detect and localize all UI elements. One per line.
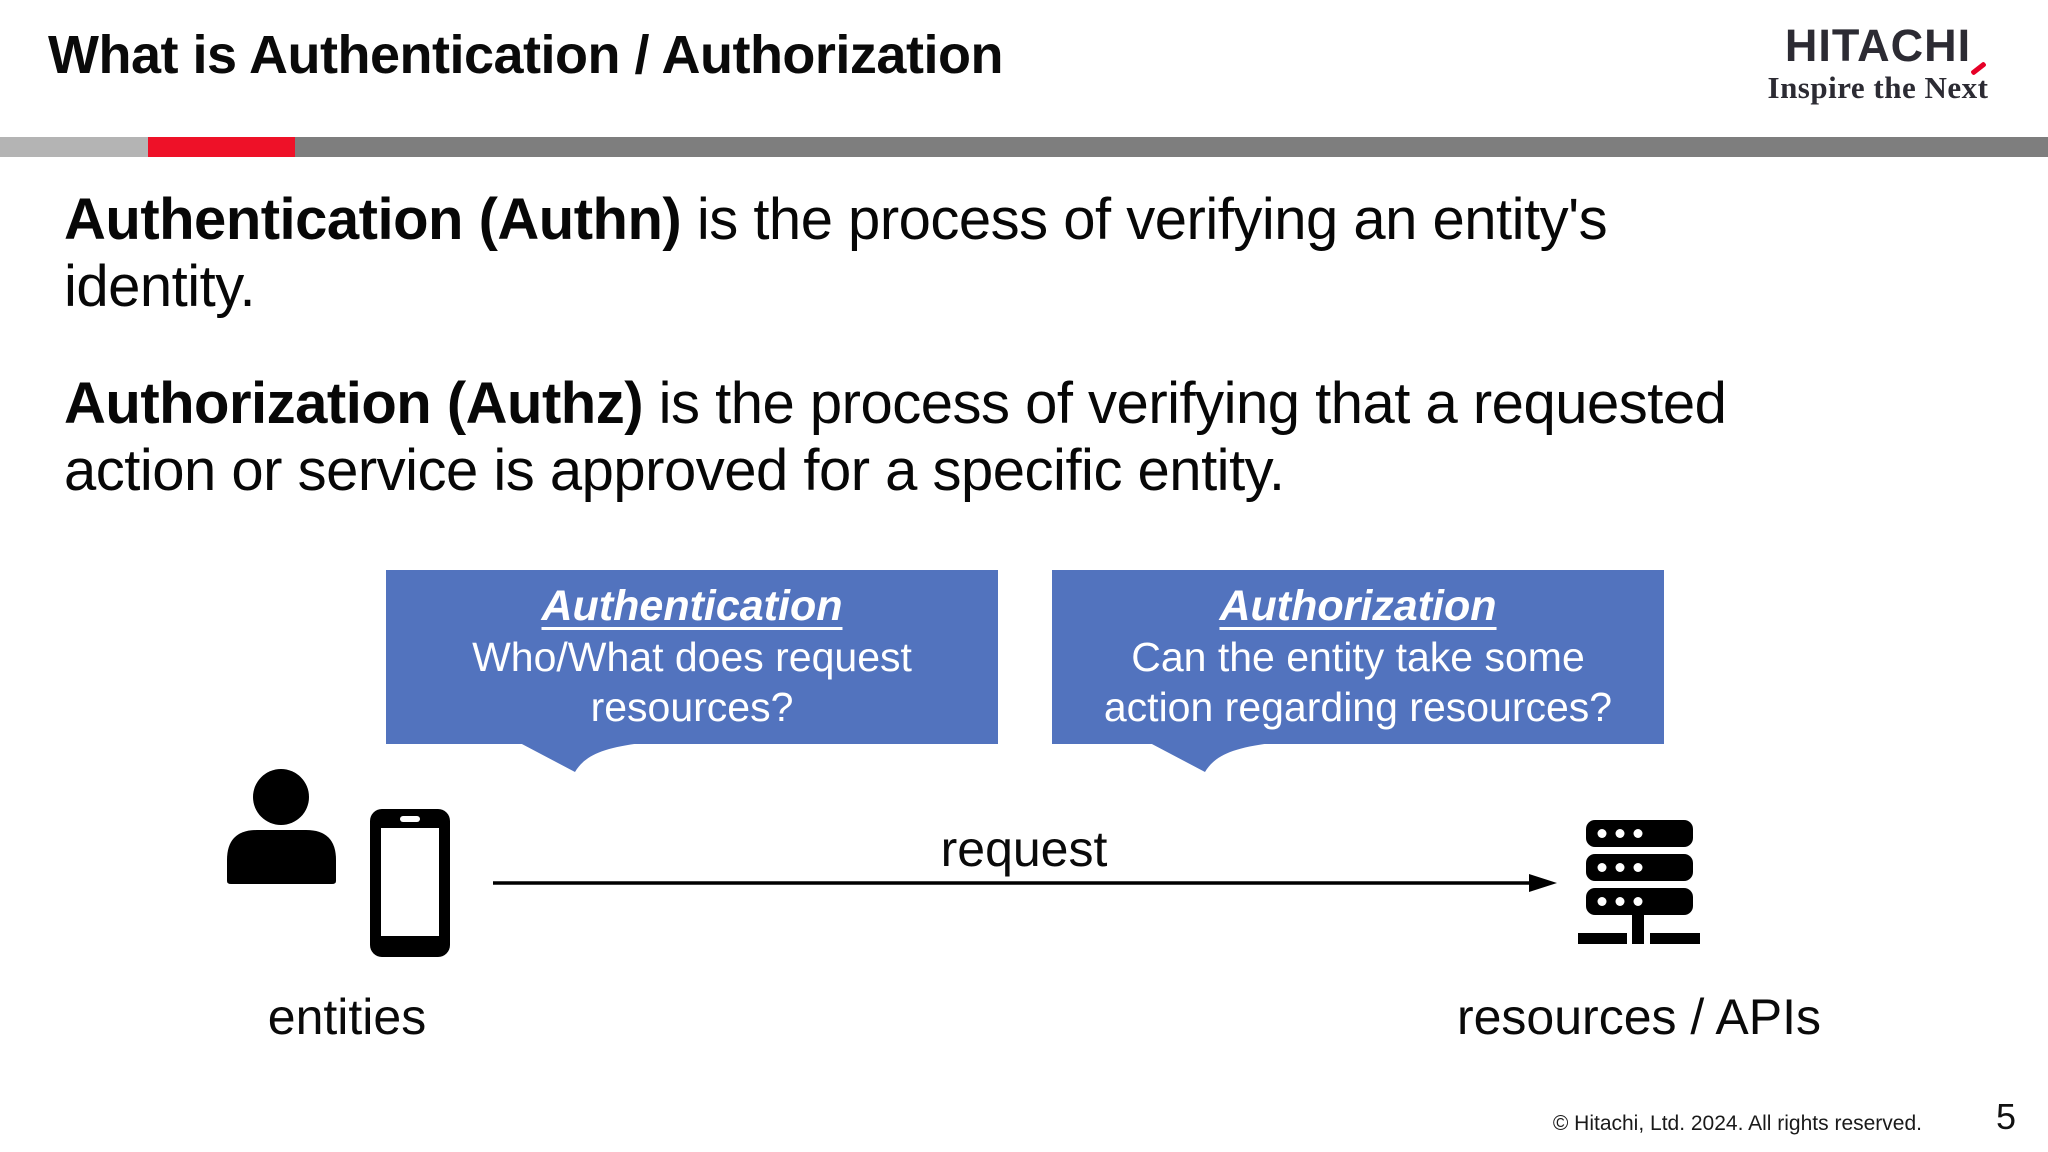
definition-authz-term: Authorization (Authz)	[64, 371, 644, 436]
callout-authorization-line2: action regarding resources?	[1103, 684, 1613, 730]
hitachi-tagline: Inspire the Next	[1767, 61, 1989, 105]
copyright-notice: © Hitachi, Ltd. 2024. All rights reserve…	[1552, 1112, 1922, 1135]
definition-authz-text-line2: action or service is approved for a spec…	[64, 438, 1285, 503]
callout-authentication-line2: resources?	[590, 684, 794, 730]
arrow-label: request	[940, 821, 1108, 877]
callout-tail-icon	[1150, 743, 1272, 772]
page-number: 5	[1995, 1096, 2016, 1137]
person-icon	[227, 769, 336, 884]
right-arrow-icon	[493, 874, 1557, 892]
hitachi-wordmark: HITACHI	[1784, 20, 1972, 71]
title-divider	[0, 137, 2048, 157]
callout-authentication-line1: Who/What does request	[472, 634, 912, 680]
callout-authentication-heading: Authentication	[541, 582, 843, 630]
callout-authentication: Authentication Who/What does request res…	[386, 570, 998, 772]
entities-label: entities	[267, 989, 427, 1045]
definition-authn-term: Authentication (Authn)	[64, 187, 682, 252]
page-title: What is Authentication / Authorization	[48, 25, 1003, 85]
divider-segment-light	[0, 137, 148, 157]
hitachi-tagline-text: Inspire the Next	[1767, 70, 1989, 105]
hitachi-logo: HITACHI Inspire the Next	[1742, 22, 2014, 104]
definition-authn-text-line2: identity.	[64, 254, 256, 319]
definition-authn-text: is the process of verifying an entity's	[681, 187, 1608, 252]
callout-authorization-line1: Can the entity take some	[1131, 634, 1585, 680]
callout-tail-icon	[520, 743, 642, 772]
smartphone-icon	[370, 809, 450, 957]
divider-segment-red	[148, 137, 295, 157]
definition-authz-text: is the process of verifying that a reque…	[643, 371, 1727, 436]
server-icon	[1578, 820, 1700, 944]
resources-apis-label: resources / APIs	[1456, 989, 1822, 1045]
callout-authorization: Authorization Can the entity take some a…	[1052, 570, 1664, 772]
divider-segment-dark	[295, 137, 2048, 157]
definition-authz: Authorization (Authz) is the process of …	[64, 370, 1994, 504]
definition-authn: Authentication (Authn) is the process of…	[64, 186, 1994, 320]
callout-authorization-heading: Authorization	[1219, 582, 1497, 630]
